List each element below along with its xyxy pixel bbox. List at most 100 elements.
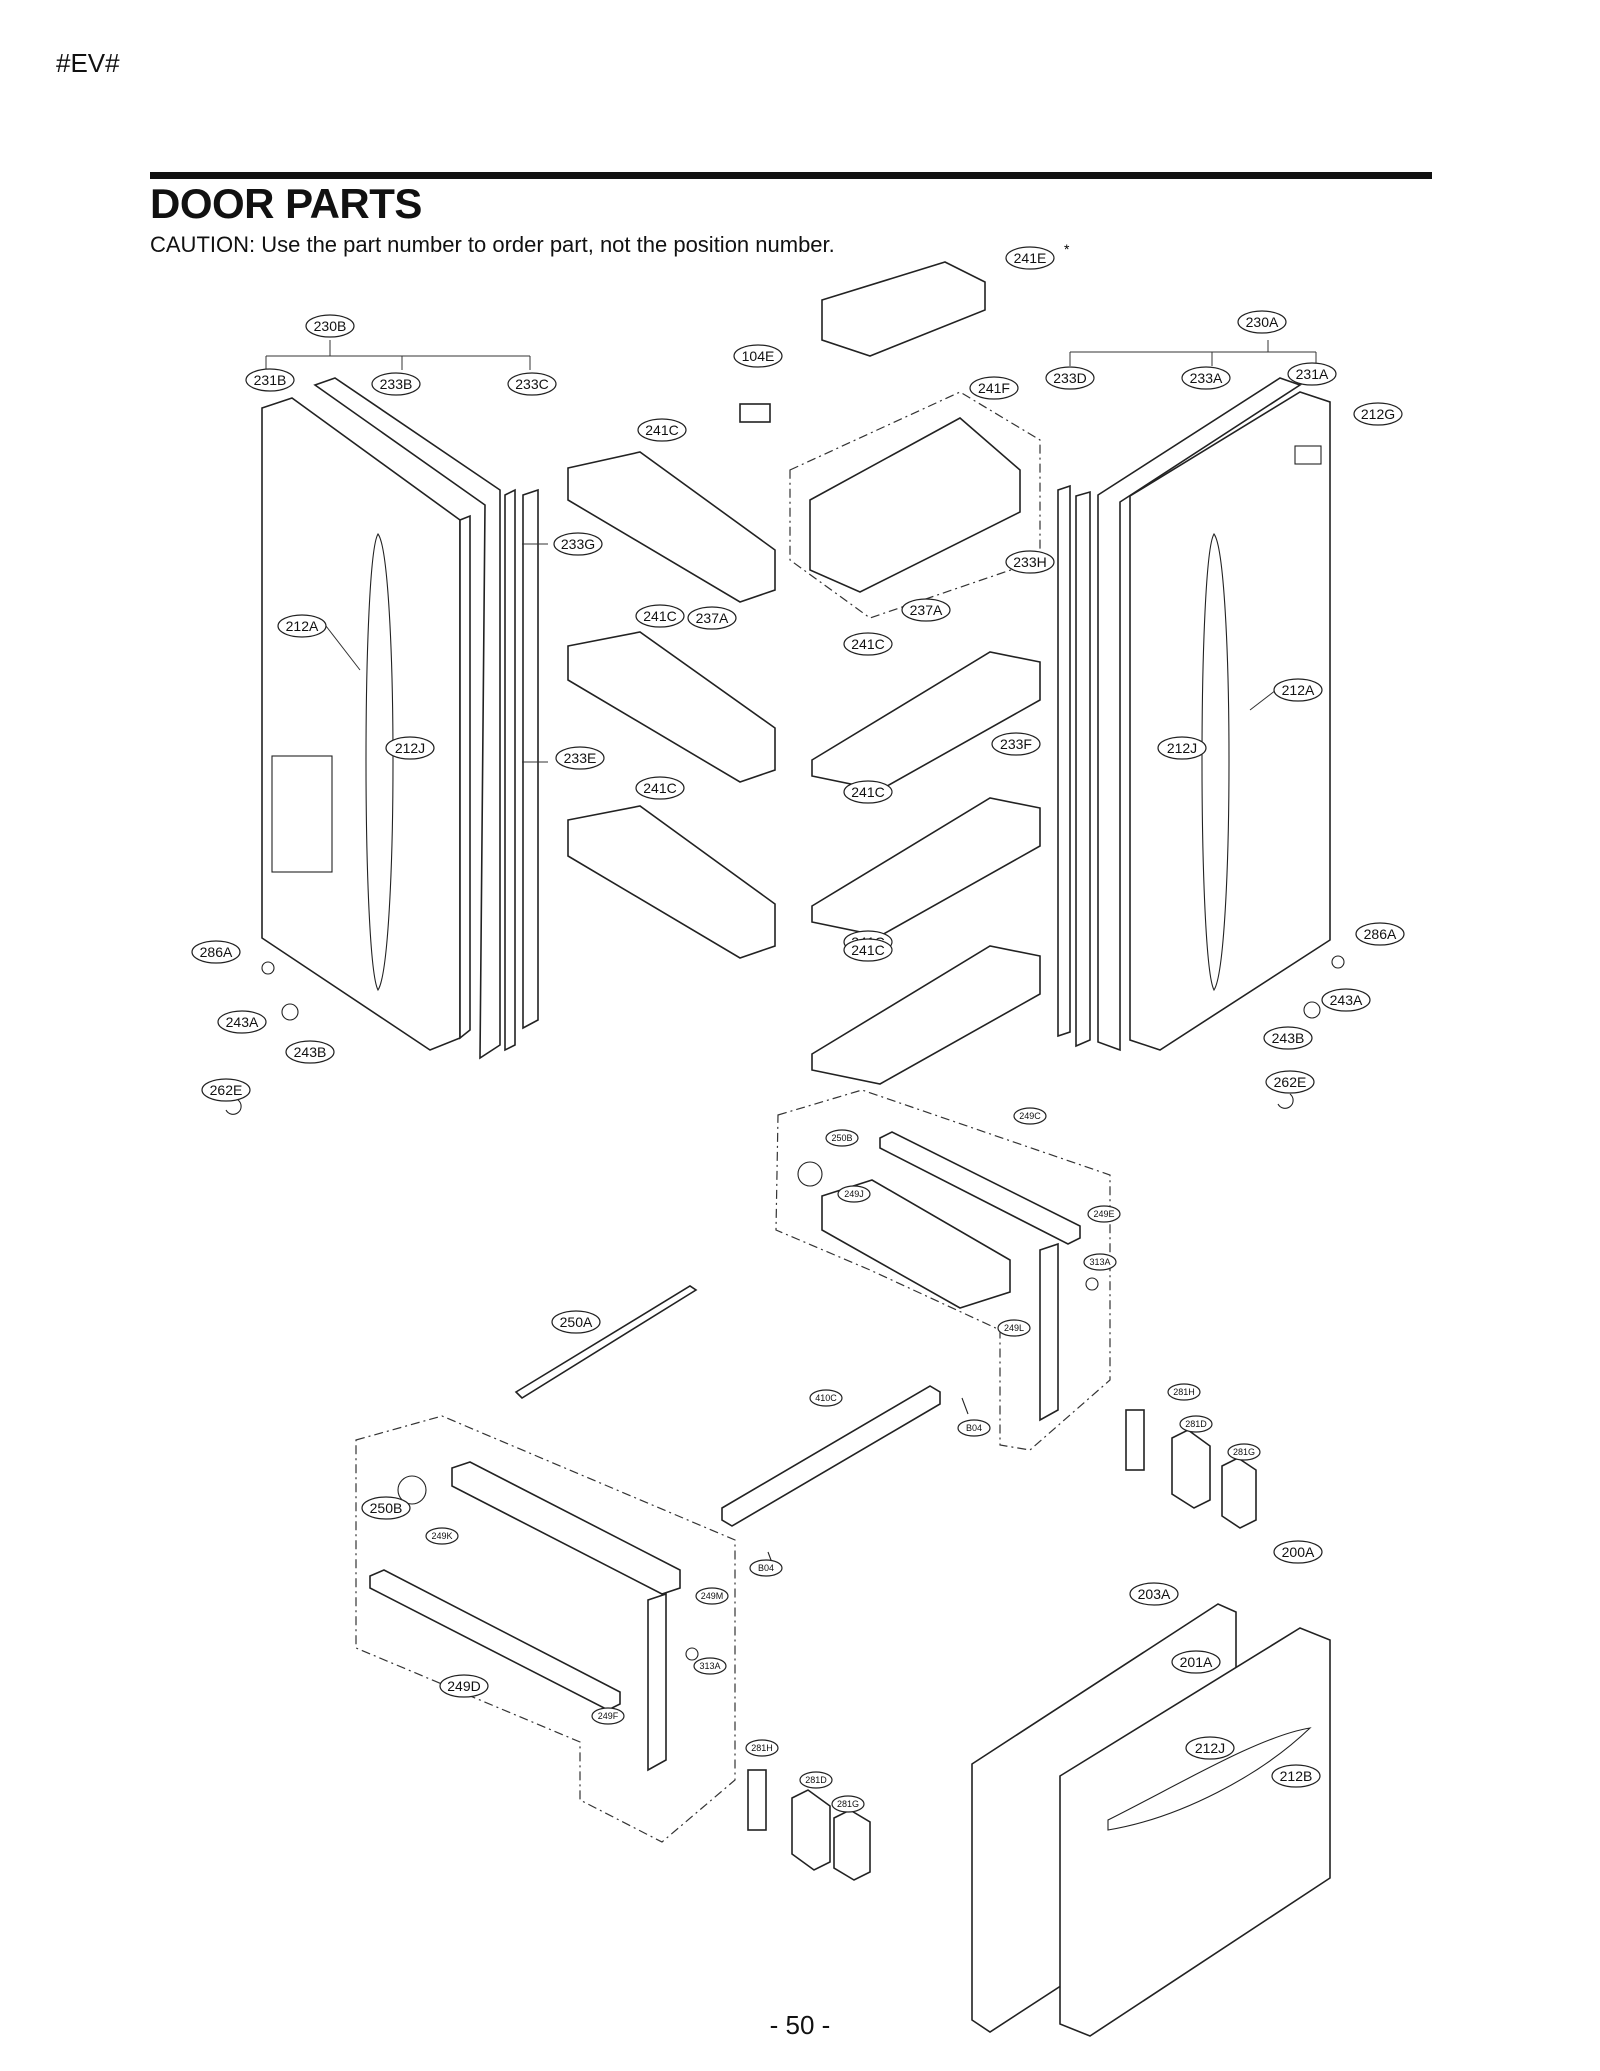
callout-label: 250B: [370, 1500, 403, 1516]
bin-right-1: [811, 651, 1041, 791]
left-mullion-strip: [522, 488, 539, 1030]
left-door-panel: [261, 397, 461, 1051]
callout-410c: 410C: [809, 1389, 843, 1407]
callout-241c: 241C: [843, 938, 893, 962]
callout-241c: 241C: [635, 604, 685, 628]
callout-212g: 212G: [1353, 402, 1403, 426]
right-hinge-washer: [1303, 1001, 1321, 1019]
left-hinge-pin: [261, 961, 275, 975]
upper-cover-d: [1171, 1429, 1211, 1509]
callout-233b: 233B: [371, 372, 421, 396]
lower-cap: [685, 1647, 699, 1661]
frame-bars: [514, 1285, 969, 1569]
callout-label: 241C: [851, 942, 884, 958]
callout-label: 249M: [701, 1591, 724, 1601]
callout-label: 249K: [431, 1531, 452, 1541]
page-title: DOOR PARTS: [150, 180, 422, 227]
callout-label: 212J: [1167, 740, 1197, 756]
callout-281d: 281D: [799, 1771, 833, 1789]
callout-249c: 249C: [1013, 1107, 1047, 1125]
lower-cover-g: [833, 1809, 871, 1881]
callout-label: 249J: [844, 1189, 864, 1199]
callout-241c: 241C: [635, 776, 685, 800]
right-door-handle: [1201, 533, 1230, 992]
callout-231a: 231A: [1287, 362, 1337, 386]
bin-left-2: [567, 631, 776, 783]
callout-243a: 243A: [1321, 988, 1371, 1012]
title-rule: [150, 172, 1432, 179]
callout-label: 250A: [560, 1314, 593, 1330]
callout-237a: 237A: [901, 598, 951, 622]
left-door-side: [459, 514, 471, 1040]
callout-label: 249E: [1093, 1209, 1114, 1219]
callout-212j: 212J: [385, 736, 435, 760]
right-door-gasket: [1097, 377, 1302, 1052]
callout-label: 286A: [1364, 926, 1397, 942]
callout-label: 231B: [254, 372, 287, 388]
callout-212j: 212J: [1157, 736, 1207, 760]
callout-243a: 243A: [217, 1010, 267, 1034]
leader-lines: [265, 340, 1317, 763]
callout-label: 250B: [831, 1133, 852, 1143]
cover-bracket: [739, 403, 771, 423]
drawer-seal-strip: [514, 1285, 698, 1400]
callout-249j: 249J: [837, 1185, 871, 1203]
callout-label: 243A: [226, 1014, 259, 1030]
left-door-handle: [365, 533, 394, 992]
callout-label: 201A: [1180, 1654, 1213, 1670]
callout-243b: 243B: [285, 1040, 335, 1064]
callout-label: 233F: [1000, 736, 1032, 752]
bin-right-2: [811, 797, 1041, 937]
upper-gear: [797, 1161, 823, 1187]
callout-label: 313A: [699, 1661, 720, 1671]
callout-233h: 233H: [1005, 550, 1055, 574]
callout-label: 241F: [978, 380, 1010, 396]
callout-237a: 237A: [687, 606, 737, 630]
callout-200a: 200A: [1273, 1540, 1323, 1564]
callout-281g: 281G: [831, 1795, 865, 1813]
callout-label: 212A: [1282, 682, 1315, 698]
callout-233f: 233F: [991, 732, 1041, 756]
upper-hinge: [1125, 1409, 1145, 1471]
freezer-drawer: [971, 1603, 1331, 2037]
lower-rail-bar: [369, 1569, 621, 1711]
callout-label: 249C: [1019, 1111, 1041, 1121]
left-door-liner-strip: [504, 488, 516, 1052]
right-mullion-strip: [1057, 484, 1071, 1038]
callout-313a: 313A: [1083, 1253, 1117, 1271]
callout-label: 262E: [210, 1082, 243, 1098]
left-door-gasket: [313, 377, 501, 1060]
callout-label: 249L: [1004, 1323, 1024, 1333]
callout-b04: B04: [749, 1559, 783, 1577]
callout-label: 243B: [1272, 1030, 1305, 1046]
upper-cover-g: [1221, 1457, 1257, 1529]
callout-249f: 249F: [591, 1707, 625, 1725]
callout-233d: 233D: [1045, 366, 1095, 390]
callout-231b: 231B: [245, 368, 295, 392]
callout-label: B04: [758, 1563, 774, 1573]
lower-hinge: [747, 1769, 767, 1831]
left-door-display: [271, 755, 333, 873]
right-door-panel: [1129, 391, 1331, 1051]
right-door-badge: [1294, 445, 1322, 465]
door-bins: [567, 261, 1041, 1085]
callout-250b: 250B: [825, 1129, 859, 1147]
callout-249e: 249E: [1087, 1205, 1121, 1223]
callout-label: 200A: [1282, 1544, 1315, 1560]
callout-label: 286A: [200, 944, 233, 960]
drawer-door: [1059, 1627, 1331, 2037]
callout-label: 233H: [1013, 554, 1046, 570]
callout-286a: 286A: [1355, 922, 1405, 946]
page-number: - 50 -: [769, 2010, 831, 2040]
callout-label: 233B: [380, 376, 413, 392]
bin-left-3: [567, 805, 776, 959]
lower-cover-d: [791, 1789, 831, 1871]
callout-212a: 212A: [1273, 678, 1323, 702]
rail-assembly-lower: [355, 1409, 1257, 1881]
callout-286a: 286A: [191, 940, 241, 964]
callout-243b: 243B: [1263, 1026, 1313, 1050]
callout-281d: 281D: [1179, 1415, 1213, 1433]
asterisk-note: *: [1064, 241, 1070, 257]
